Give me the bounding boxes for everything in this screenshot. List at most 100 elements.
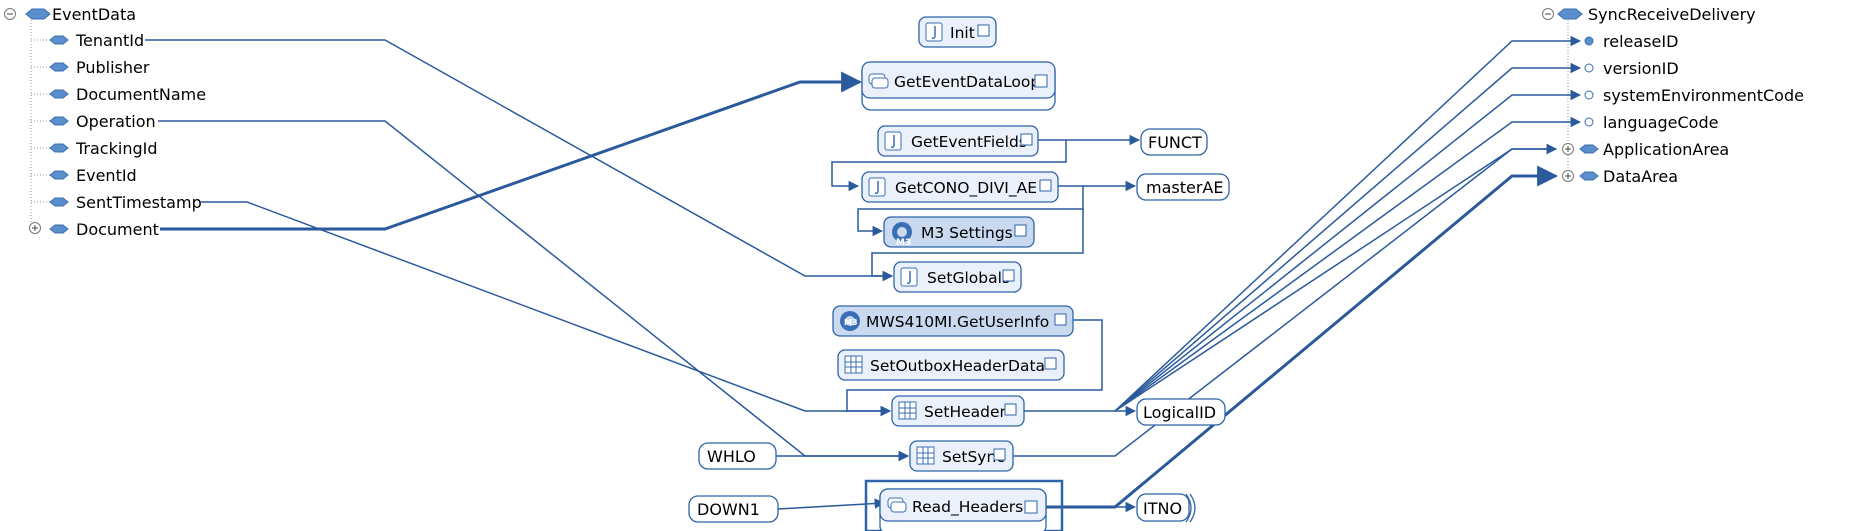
element-icon [49, 197, 69, 207]
tree-field-trackingid[interactable]: TrackingId [31, 139, 157, 158]
function-label: M3 Settings [921, 224, 1013, 242]
element-icon [49, 170, 69, 180]
variable-label: WHLO [707, 447, 756, 466]
tree-field-label: Publisher [76, 58, 150, 77]
script-icon [925, 22, 943, 42]
attribute-icon [1584, 117, 1594, 127]
function-node-setheader[interactable]: SetHeader [891, 395, 1025, 427]
source-tree-eventdata: EventData TenantId Publisher DocumentNam… [4, 5, 206, 239]
script-icon [900, 267, 918, 287]
variable-node-down1[interactable]: DOWN1 [688, 495, 779, 523]
connector[interactable] [777, 498, 886, 510]
tree-field-operation[interactable]: Operation [31, 112, 156, 131]
variable-node-masterae[interactable]: masterAE [1136, 173, 1230, 201]
expand-box-icon[interactable] [977, 24, 990, 37]
expand-icon[interactable] [1562, 143, 1574, 155]
tree-root-node[interactable]: EventData [25, 5, 136, 24]
collapse-icon[interactable] [1542, 8, 1554, 20]
connector[interactable] [160, 71, 863, 231]
connector[interactable] [1114, 62, 1582, 412]
function-label: SetHeader [924, 403, 1007, 421]
function-node-m3-settings[interactable]: M3 M3 Settings [883, 216, 1035, 248]
tree-field-label: TrackingId [75, 139, 157, 158]
function-node-getcono-divi-ae[interactable]: GetCONO_DIVI_AE [861, 171, 1059, 203]
connector[interactable] [871, 209, 1084, 282]
function-node-geteventdataloop[interactable]: GetEventDataLoop [861, 61, 1056, 111]
stack-edge [1185, 493, 1192, 523]
function-node-setsync[interactable]: SetSync [909, 440, 1014, 472]
expand-box-icon[interactable] [1054, 313, 1067, 326]
tree-field-tenantid[interactable]: TenantId [31, 31, 144, 50]
function-label: SetGlobals [927, 269, 1010, 287]
function-node-setglobals[interactable]: SetGlobals [893, 261, 1022, 293]
expand-box-icon[interactable] [1024, 500, 1038, 514]
tree-field-applicationarea[interactable]: ApplicationArea [1562, 140, 1730, 159]
connector[interactable] [1114, 35, 1582, 412]
function-node-geteventfields[interactable]: GetEventFields [877, 125, 1039, 157]
element-icon [1579, 171, 1599, 181]
function-node-read-headers[interactable]: Read_Headers [864, 479, 1064, 531]
tree-field-systemenvironmentcode[interactable]: systemEnvironmentCode [1584, 86, 1804, 105]
tree-field-languagecode[interactable]: languageCode [1584, 113, 1718, 132]
element-icon [1557, 8, 1583, 20]
tree-field-label: releaseID [1603, 32, 1678, 51]
function-node-setoutboxheaderdata[interactable]: SetOutboxHeaderData [837, 349, 1065, 381]
tree-field-document[interactable]: Document [29, 220, 159, 239]
function-label: SetOutboxHeaderData [870, 357, 1045, 375]
tree-field-label: languageCode [1603, 113, 1718, 132]
connector[interactable] [846, 319, 1103, 417]
connector[interactable] [857, 186, 1084, 237]
expand-box-icon[interactable] [1034, 74, 1048, 88]
expand-box-icon[interactable] [1039, 179, 1052, 192]
collapse-icon[interactable] [4, 8, 16, 20]
svg-text:M3: M3 [844, 318, 858, 327]
tree-root-node[interactable]: SyncReceiveDelivery [1557, 5, 1756, 24]
tree-field-documentname[interactable]: DocumentName [31, 85, 206, 104]
attribute-icon [1584, 63, 1594, 73]
connector[interactable] [1114, 89, 1582, 412]
connector[interactable] [1114, 116, 1582, 412]
connector[interactable] [200, 201, 892, 417]
function-node-init[interactable]: Init [918, 16, 997, 48]
expand-box-icon[interactable] [1002, 269, 1015, 282]
connector[interactable] [1013, 143, 1558, 457]
variable-node-itno[interactable]: ITNO [1136, 493, 1196, 523]
variable-label: masterAE [1146, 178, 1223, 197]
variable-node-funct[interactable]: FUNCT [1140, 128, 1208, 156]
function-label: MWS410MI.GetUserInfo [866, 313, 1049, 331]
expand-box-icon[interactable] [1004, 403, 1017, 416]
table-icon [916, 446, 935, 465]
function-node-mws410mi-getuserinfo[interactable]: M3 MWS410MI.GetUserInfo [832, 305, 1074, 337]
tree-field-eventid[interactable]: EventId [31, 166, 137, 185]
expand-icon[interactable] [29, 222, 41, 234]
function-label: Read_Headers [912, 498, 1023, 517]
expand-box-icon[interactable] [1020, 133, 1033, 146]
variable-node-logicalid[interactable]: LogicalID [1136, 398, 1226, 426]
expand-icon[interactable] [1562, 170, 1574, 182]
expand-box-icon[interactable] [1044, 357, 1057, 370]
element-icon [49, 35, 69, 45]
variable-label: DOWN1 [697, 500, 760, 519]
tree-field-releaseid[interactable]: releaseID [1584, 32, 1678, 51]
script-icon [868, 177, 886, 197]
tree-field-publisher[interactable]: Publisher [31, 58, 150, 77]
tree-field-senttimestamp[interactable]: SentTimestamp [31, 193, 202, 212]
expand-box-icon[interactable] [1014, 224, 1027, 237]
tree-field-label: systemEnvironmentCode [1603, 86, 1804, 105]
variable-node-whlo[interactable]: WHLO [698, 442, 777, 470]
connector[interactable] [831, 140, 1067, 192]
table-icon [898, 401, 917, 420]
connector[interactable] [145, 39, 894, 282]
tree-field-label: Document [76, 220, 159, 239]
element-icon [49, 89, 69, 99]
tree-root-label: SyncReceiveDelivery [1588, 5, 1756, 24]
tree-field-versionid[interactable]: versionID [1584, 59, 1679, 78]
expand-box-icon[interactable] [993, 448, 1006, 461]
connector[interactable] [1040, 165, 1559, 509]
selection-frame [864, 479, 1064, 531]
element-icon [49, 116, 69, 126]
loop-icon [868, 73, 889, 89]
connector[interactable] [158, 120, 910, 462]
tree-field-dataarea[interactable]: DataArea [1562, 167, 1679, 186]
tree-field-label: SentTimestamp [76, 193, 202, 212]
